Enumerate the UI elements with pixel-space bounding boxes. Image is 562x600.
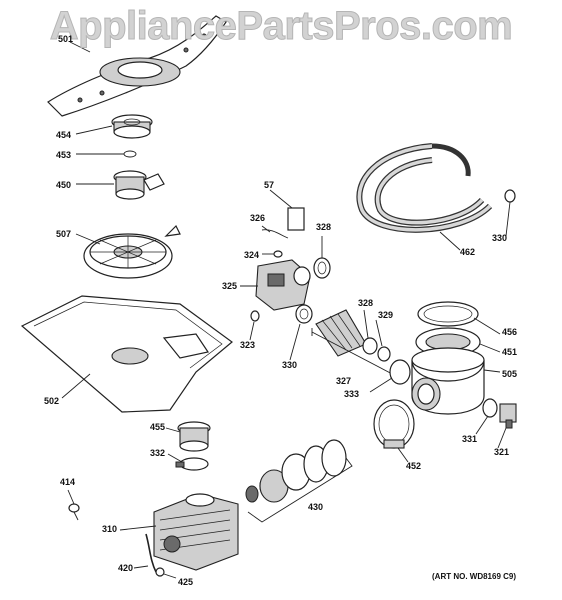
callout-330-middle: 330: [282, 360, 298, 370]
callout-330-upper: 330: [492, 233, 508, 243]
callout-501: 501: [58, 34, 74, 44]
part-324: [273, 250, 283, 258]
part-330-clamp-upper: [504, 189, 516, 203]
part-414-screw: [68, 503, 80, 521]
part-455: [177, 421, 211, 452]
callout-430: 430: [308, 502, 324, 512]
part-462-drain-hose: [356, 143, 493, 233]
art-number: (ART NO. WD8169 C9): [432, 572, 517, 581]
callout-321: 321: [494, 447, 510, 457]
callout-452: 452: [406, 461, 422, 471]
callout-323: 323: [240, 340, 256, 350]
callout-326: 326: [250, 213, 266, 223]
bracket-327: [311, 331, 397, 377]
callout-454: 454: [56, 130, 72, 140]
part-501-lower-spray-arm: [47, 15, 227, 117]
callout-456: 456: [502, 327, 518, 337]
callout-325: 325: [222, 281, 238, 291]
callout-328-lower: 328: [358, 298, 374, 308]
part-325-drain-pump: [255, 259, 311, 311]
callout-420: 420: [118, 563, 134, 573]
part-327-hose: [315, 309, 367, 357]
part-454-hub: [111, 114, 153, 139]
part-326-wire: [261, 229, 289, 239]
callout-505: 505: [502, 369, 518, 379]
part-323: [250, 310, 260, 322]
bracket-430: [247, 457, 353, 523]
callout-414: 414: [60, 477, 76, 487]
part-321: [499, 403, 517, 429]
callout-329: 329: [378, 310, 394, 320]
part-310-motor: [153, 493, 239, 571]
part-450-spray-manifold: [113, 170, 165, 200]
callout-310: 310: [102, 524, 118, 534]
part-502-sump-tray: [20, 295, 233, 413]
callout-57: 57: [264, 180, 275, 190]
part-329: [377, 346, 391, 362]
callout-331: 331: [462, 434, 478, 444]
callout-332: 332: [150, 448, 166, 458]
part-430-impeller-assembly: [245, 439, 347, 503]
callout-502: 502: [44, 396, 60, 406]
callout-507: 507: [56, 229, 72, 239]
part-507-filter-screen: [83, 224, 181, 279]
part-330-clamp-middle: [295, 304, 313, 324]
callout-453: 453: [56, 150, 72, 160]
part-456-gasket: [417, 301, 479, 327]
part-420: [145, 533, 157, 573]
callout-451: 451: [502, 347, 518, 357]
part-57: [287, 207, 305, 231]
callout-327: 327: [336, 376, 352, 386]
callout-455: 455: [150, 422, 166, 432]
part-452-clamp: [373, 399, 415, 449]
part-332-clamp: [175, 457, 209, 471]
leader-lines: [61, 41, 511, 579]
callout-328-upper: 328: [316, 222, 332, 232]
callout-324: 324: [244, 250, 260, 260]
part-425: [155, 567, 165, 577]
part-333: [389, 359, 411, 385]
callout-333: 333: [344, 389, 360, 399]
part-328-ring-upper: [313, 257, 331, 279]
part-331: [482, 398, 498, 418]
callout-425: 425: [178, 577, 194, 587]
callout-450: 450: [56, 180, 72, 190]
callout-462: 462: [460, 247, 476, 257]
part-328-ring-lower: [362, 337, 378, 355]
part-453-o-ring: [123, 150, 137, 158]
part-505-sump-housing: [411, 347, 485, 415]
